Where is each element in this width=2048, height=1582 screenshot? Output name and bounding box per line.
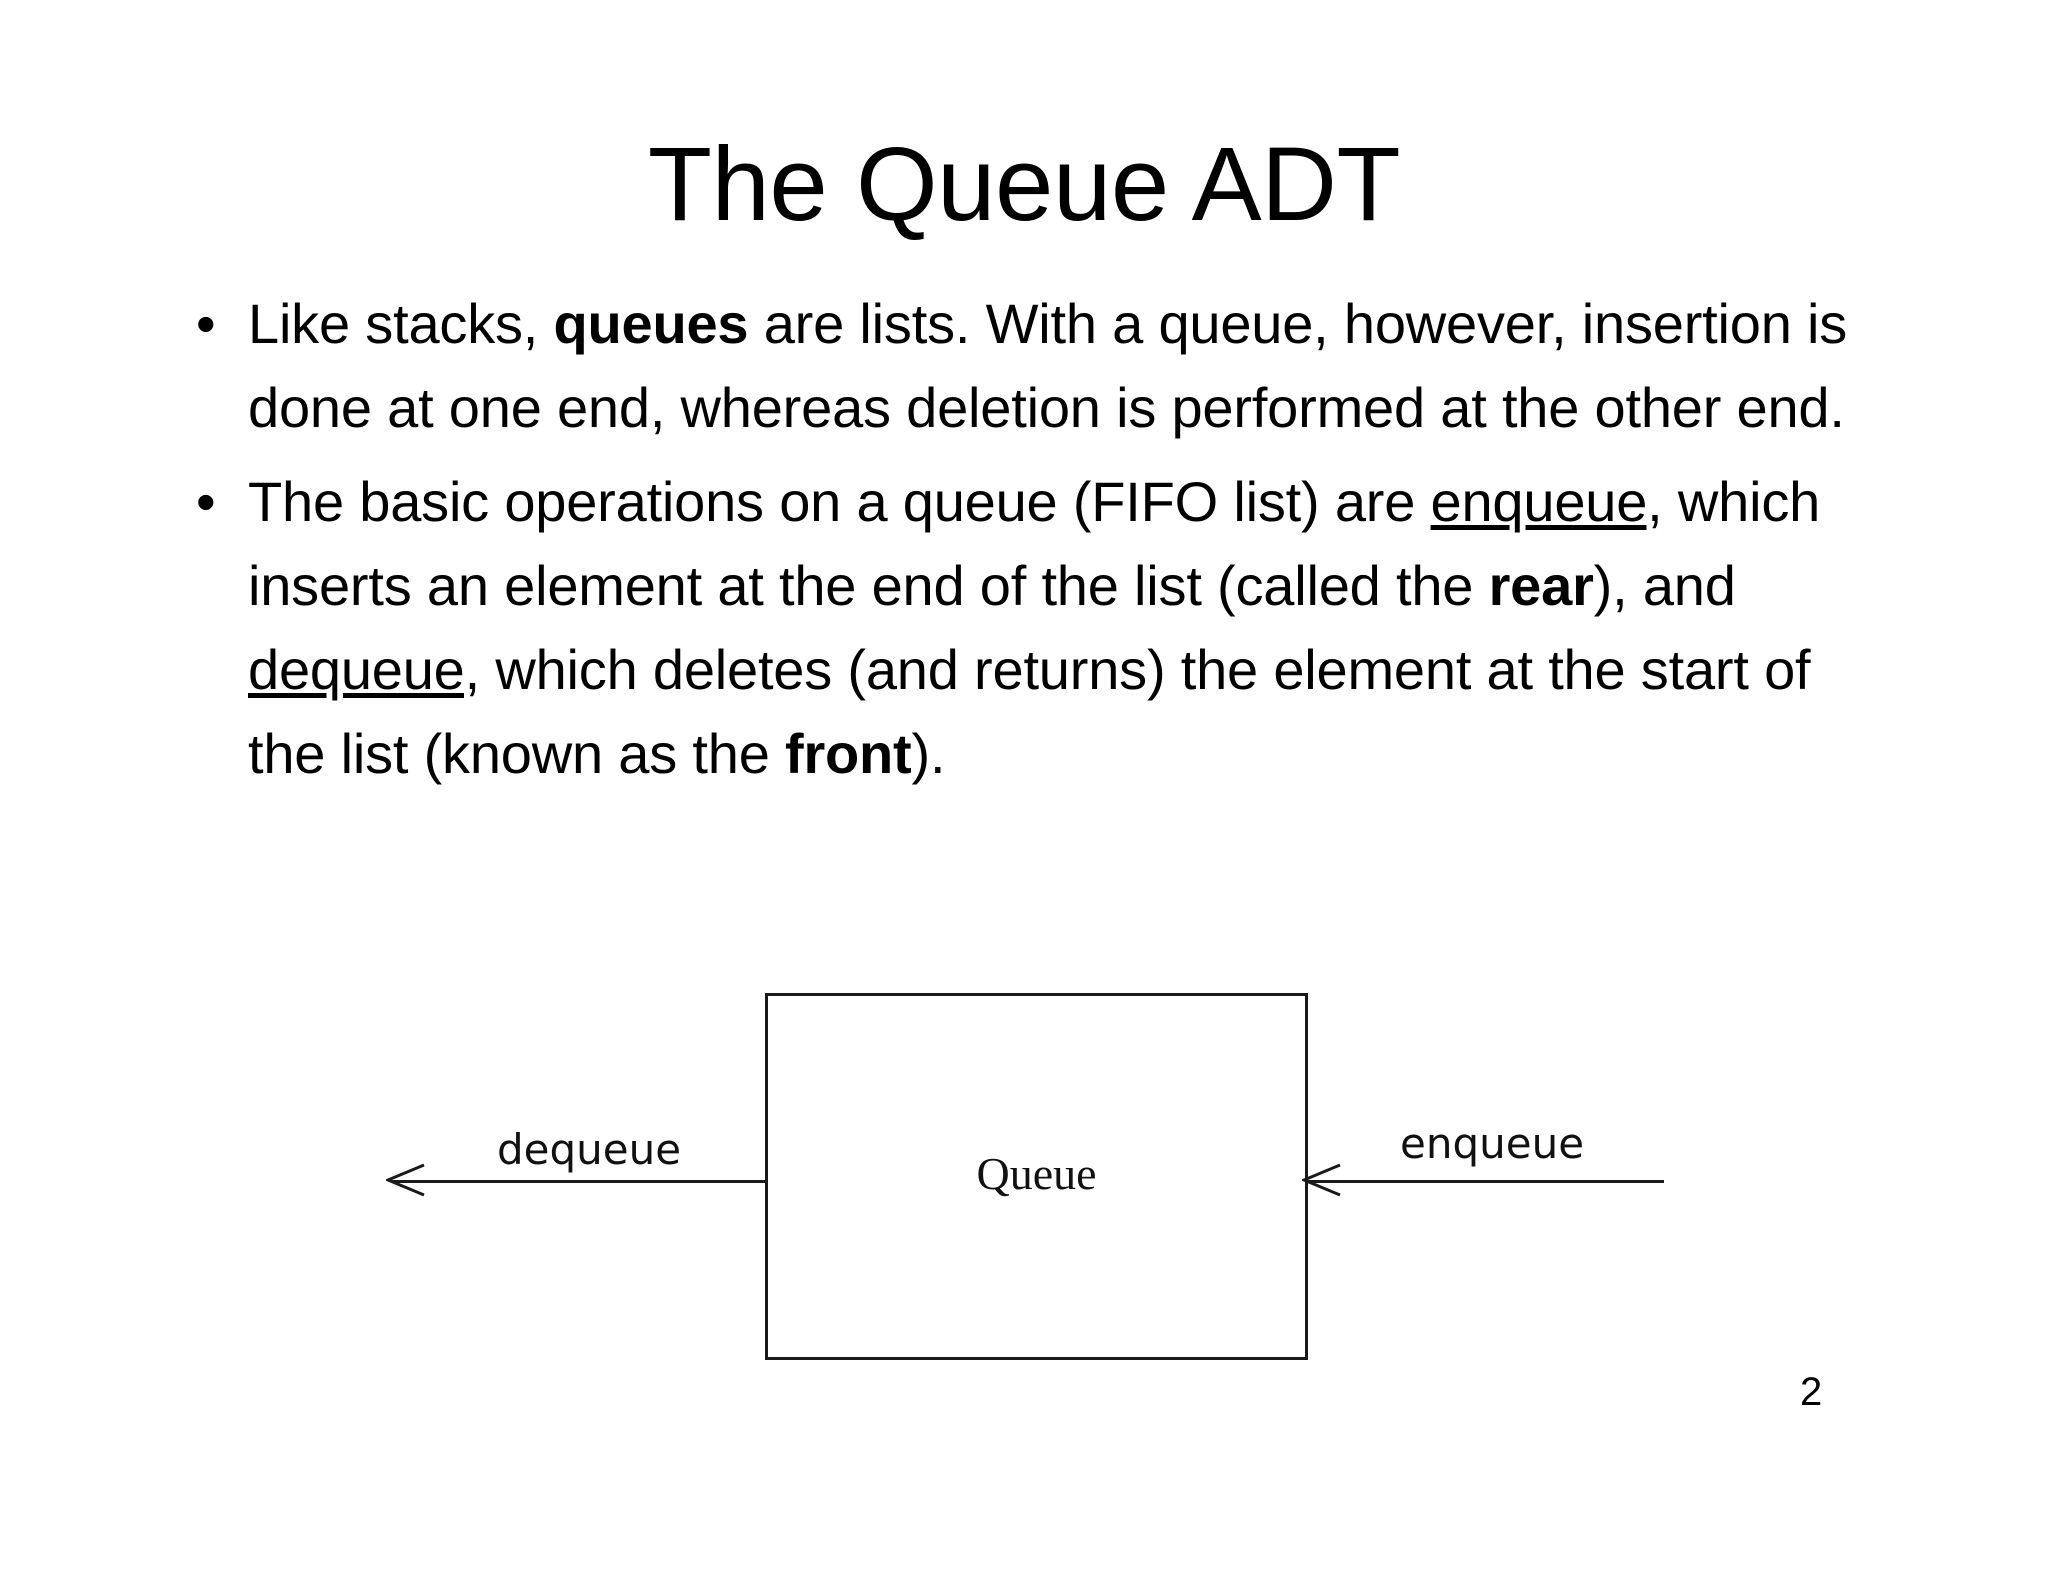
- dequeue-arrow-line: [392, 1180, 767, 1183]
- enqueue-label: enqueue: [1400, 1119, 1585, 1168]
- page-title: The Queue ADT: [647, 126, 1401, 243]
- page-number: 2: [1800, 1370, 1823, 1414]
- bullet-2-segment-2: which inserts an element at the end of t…: [248, 470, 1821, 617]
- bullet-2-segment-rear: rear: [1488, 554, 1594, 617]
- dequeue-label: dequeue: [497, 1125, 682, 1174]
- bullet-2-segment-6: which deletes (and returns) the element …: [248, 638, 1811, 785]
- bullet-marker-icon: •: [196, 292, 216, 355]
- dequeue-arrowhead-icon: [386, 1163, 425, 1197]
- slide-body: • Like stacks, queues are lists. With a …: [186, 282, 1886, 806]
- bullet-2-segment-dequeue: dequeue,: [248, 638, 480, 701]
- queue-box: [765, 993, 1308, 1360]
- bullet-item-1: • Like stacks, queues are lists. With a …: [186, 282, 1886, 450]
- bullet-2-segment-8: ).: [911, 722, 946, 785]
- bullet-2-segment-enqueue: enqueue,: [1430, 470, 1663, 533]
- bullet-2-segment-0: The basic operations on a queue (FIFO li…: [248, 470, 1431, 533]
- bullet-text-1: Like stacks, queues are lists. With a qu…: [248, 282, 1886, 450]
- bullet-1-segment-2: are lists. With a queue, however, insert…: [248, 292, 1848, 439]
- bullet-1-segment-1: queues: [553, 292, 749, 355]
- bullet-item-2: • The basic operations on a queue (FIFO …: [186, 460, 1886, 796]
- bullet-1-segment-0: Like stacks,: [248, 292, 554, 355]
- bullet-2-segment-4: ), and: [1593, 554, 1736, 617]
- queue-box-label: Queue: [976, 1148, 1097, 1199]
- bullet-text-2: The basic operations on a queue (FIFO li…: [248, 460, 1886, 796]
- bullet-2-segment-front: front: [785, 722, 912, 785]
- enqueue-arrow-line: [1306, 1180, 1664, 1183]
- enqueue-arrowhead-icon: [1302, 1163, 1341, 1197]
- bullet-marker-icon: •: [196, 470, 216, 533]
